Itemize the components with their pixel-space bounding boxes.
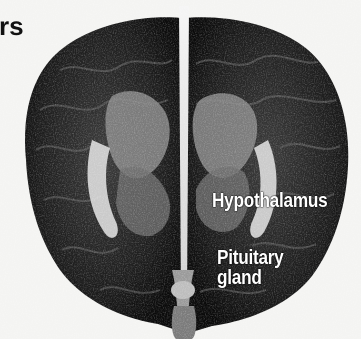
hypothalamus-label: Hypothalamus <box>212 191 327 211</box>
pituitary-gland-label: Pituitary gland <box>217 248 284 288</box>
cropped-heading-fragment: rs <box>0 13 24 39</box>
pituitary-label-line2: gland <box>217 268 284 288</box>
pituitary-label-line1: Pituitary <box>217 248 284 268</box>
